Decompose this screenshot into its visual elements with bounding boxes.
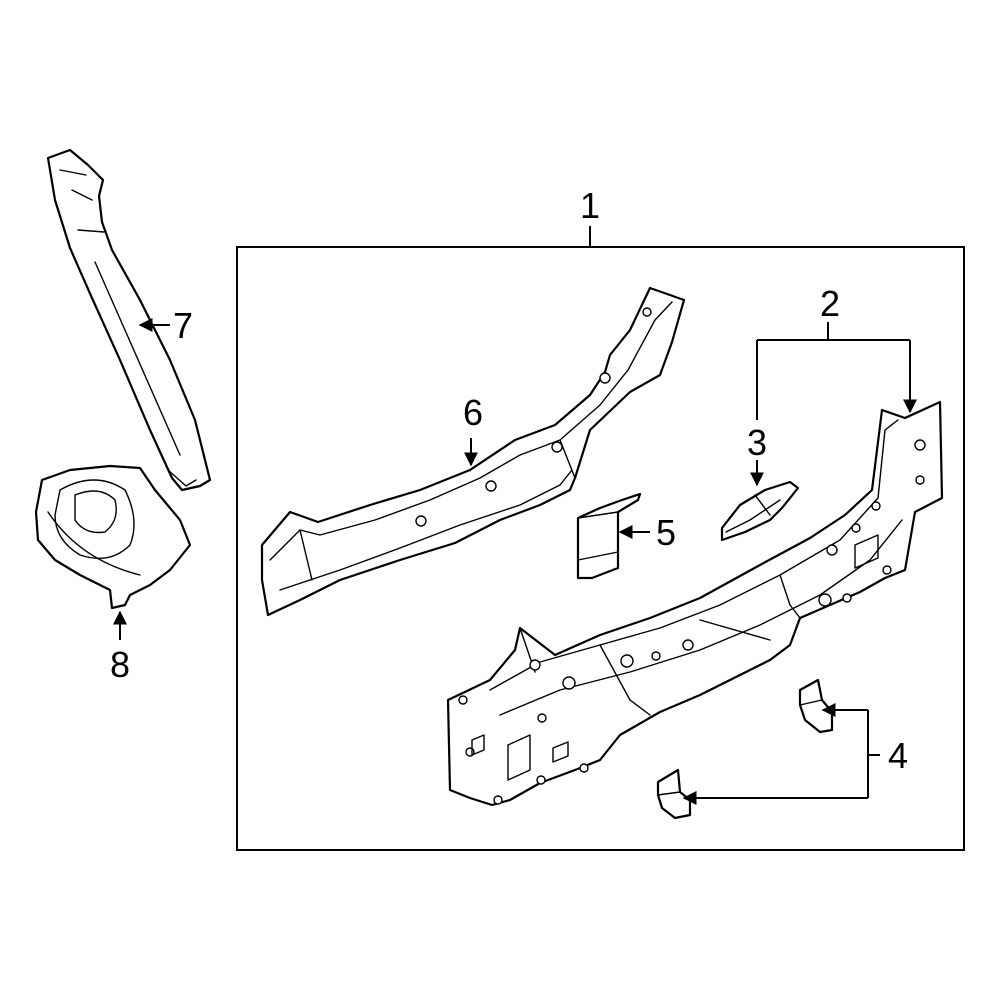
leader-lines [113,226,917,805]
callout-2: 2 [820,283,840,324]
part-7-pillar [46,148,212,492]
assembly-frame [236,246,965,851]
callout-7: 7 [173,305,193,346]
part-8-wheelhouse [34,464,192,610]
part-3-reinforcement [720,480,800,542]
callout-8: 8 [110,644,130,685]
part-2-rear-panel [446,400,944,807]
part-5-bracket [576,492,642,580]
callout-1: 1 [580,185,600,226]
part-6-upper-rail [260,286,686,617]
callout-6: 6 [463,392,483,433]
callout-4: 4 [888,735,908,776]
callout-3: 3 [747,422,767,463]
callout-5: 5 [656,512,676,553]
part-4-brackets [656,678,834,820]
